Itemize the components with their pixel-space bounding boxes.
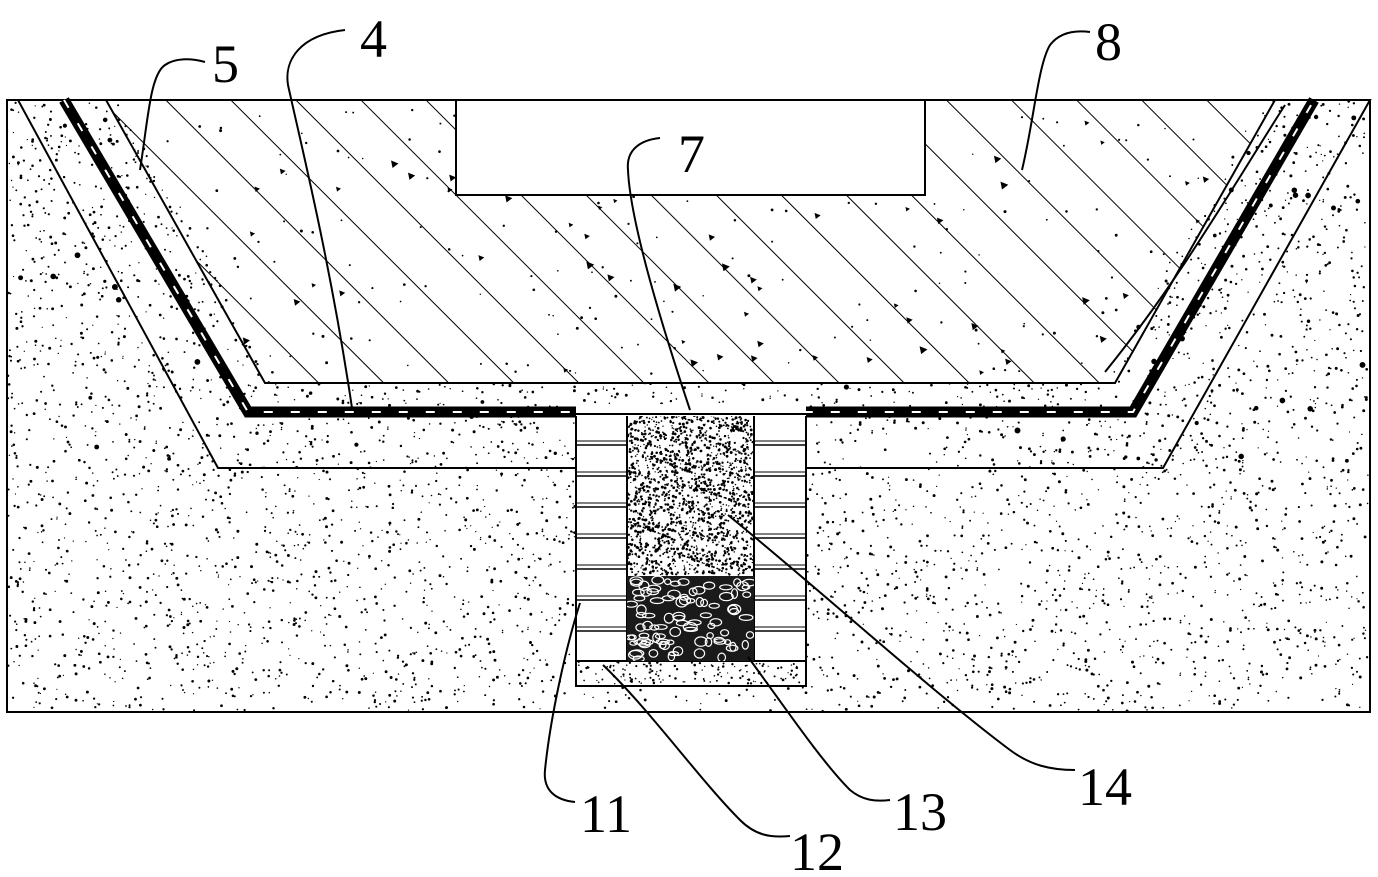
callout-13: 13 (893, 782, 947, 842)
pavement-slot (455, 99, 926, 196)
left-brick-wall (575, 413, 628, 662)
callout-5: 5 (212, 34, 239, 94)
callout-7: 7 (678, 124, 705, 184)
leader-line-7 (626, 137, 691, 411)
leader-line-13 (747, 656, 891, 802)
leader-line-8b (1104, 104, 1286, 373)
leader-line-14 (727, 514, 1076, 771)
leader-line-4 (286, 29, 353, 409)
callout-14: 14 (1078, 757, 1132, 817)
leader-line-5 (139, 58, 206, 171)
leader-line-12 (602, 664, 791, 838)
callout-8: 8 (1095, 12, 1122, 72)
callout-12: 12 (790, 822, 844, 877)
gravel-filter-layer (627, 576, 754, 661)
right-brick-wall (753, 413, 807, 662)
leader-line-8 (1021, 30, 1091, 171)
callout-4: 4 (360, 9, 387, 69)
sand-filter-layer (627, 414, 754, 576)
leader-line-11 (543, 602, 581, 803)
callout-11: 11 (580, 784, 632, 844)
